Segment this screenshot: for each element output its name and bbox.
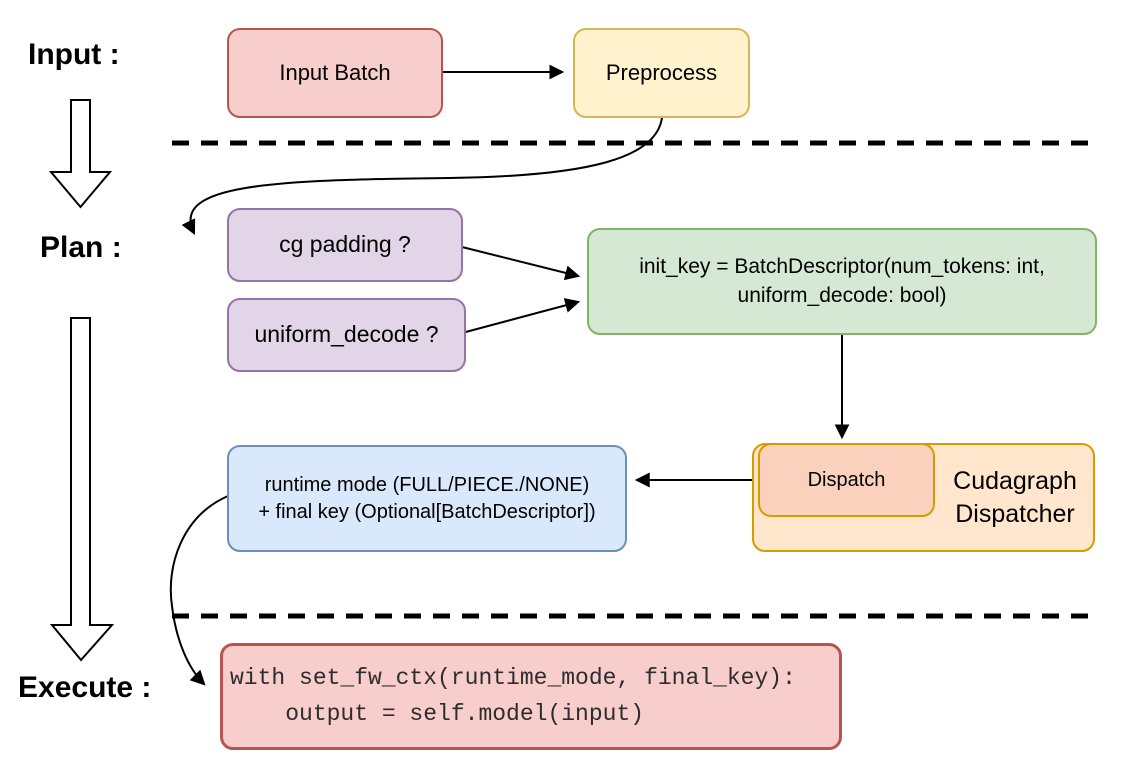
node-input-batch-label: Input Batch [279, 60, 391, 86]
node-input-batch: Input Batch [227, 28, 443, 118]
node-cg-padding: cg padding ? [227, 208, 463, 282]
node-cudagraph-dispatcher-caption: Cudagraph Dispatcher [939, 445, 1091, 550]
arrow-runtime-key-to-exec-code [169, 495, 229, 686]
dispatcher-caption-line1: Cudagraph [953, 467, 1077, 495]
phase-arrow-input-to-plan [48, 99, 113, 209]
node-runtime-key-line2: + final key (Optional[BatchDescriptor]) [258, 500, 596, 523]
node-dispatch: Dispatch [758, 443, 935, 517]
node-exec-code: with set_fw_ctx(runtime_mode, final_key)… [220, 643, 842, 750]
arrow-cg-padding-to-init-key [461, 246, 581, 281]
node-init-key-line2: uniform_decode: bool) [737, 283, 947, 307]
node-cudagraph-dispatcher: Dispatch Cudagraph Dispatcher [752, 443, 1095, 552]
node-uniform-decode-label: uniform_decode ? [254, 321, 439, 348]
node-runtime-key-line1: runtime mode (FULL/PIECE./NONE) [264, 473, 590, 496]
exec-code-line2: output = self.model(input) [230, 700, 645, 727]
arrow-preprocess-to-cg-padding [181, 117, 663, 236]
exec-code-line1: with set_fw_ctx(runtime_mode, final_key)… [230, 664, 796, 691]
phase-label-plan: Plan : [40, 231, 122, 264]
node-init-key-line1: init_key = BatchDescriptor(num_tokens: i… [639, 255, 1045, 279]
node-init-key: init_key = BatchDescriptor(num_tokens: i… [587, 228, 1097, 335]
phase-label-input: Input : [28, 38, 120, 71]
node-preprocess: Preprocess [573, 28, 750, 118]
node-uniform-decode: uniform_decode ? [227, 298, 466, 372]
node-runtime-key: runtime mode (FULL/PIECE./NONE) + final … [227, 445, 627, 552]
phase-label-execute: Execute : [18, 671, 152, 704]
node-dispatch-label: Dispatch [807, 468, 886, 491]
phase-arrow-plan-to-execute [49, 317, 115, 662]
node-preprocess-label: Preprocess [605, 60, 718, 86]
node-cg-padding-label: cg padding ? [279, 231, 411, 258]
dispatcher-caption-line2: Dispatcher [955, 499, 1075, 528]
arrow-uniform-decode-to-init-key [461, 298, 581, 334]
